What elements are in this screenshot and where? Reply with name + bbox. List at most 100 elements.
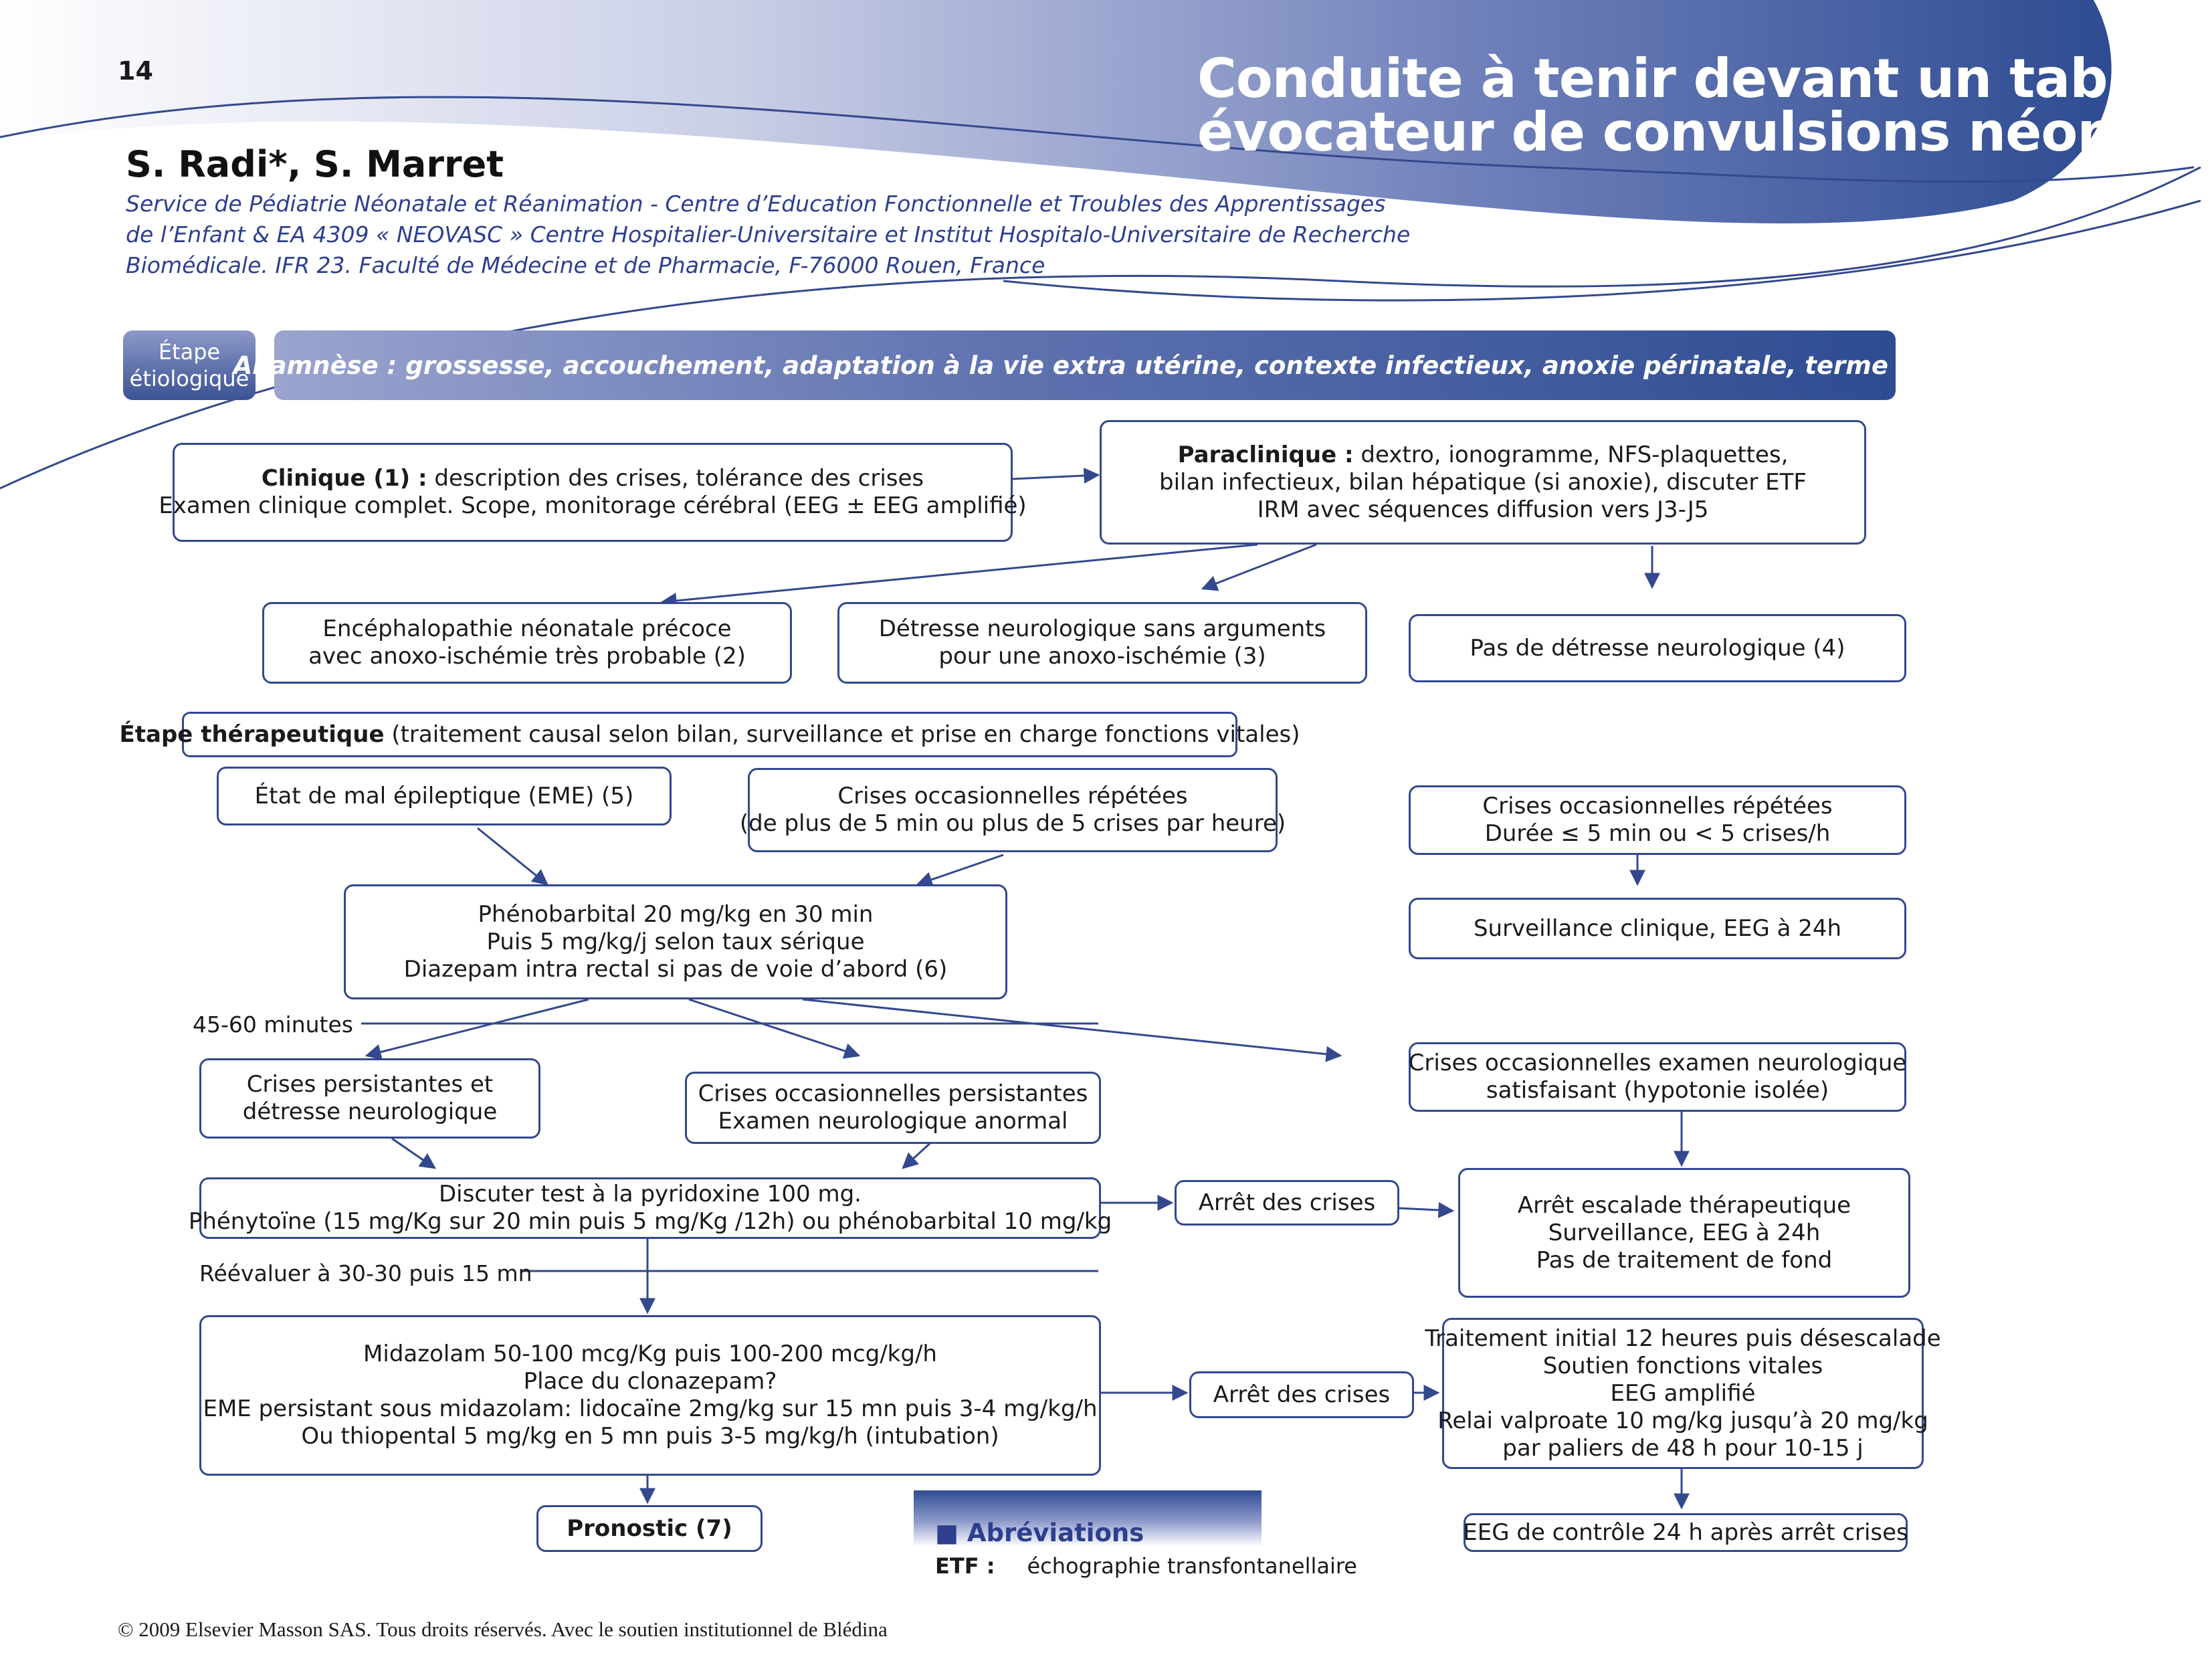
eme-box: État de mal épileptique (EME) (5) [217, 767, 672, 825]
page-title: Conduite à tenir devant un tableau évoca… [1197, 47, 2212, 163]
paraclinique-bold: Paraclinique : [1177, 441, 1354, 468]
surveillance-eeg-box: Surveillance clinique, EEG à 24h [1409, 898, 1906, 959]
minutes-label: 45-60 minutes [193, 1011, 353, 1038]
detresse-line-1: Détresse neurologique sans arguments [878, 615, 1326, 642]
authors: S. Radi*, S. Marret [126, 143, 504, 185]
crises-occ-persistantes-line-1: Crises occasionnelles persistantes [698, 1080, 1088, 1107]
pyridoxine-line-2: Phénytoïne (15 mg/Kg sur 20 min puis 5 m… [188, 1208, 1112, 1235]
title-line-2: évocateur de convulsions néonatales [1197, 101, 2212, 163]
crises-repetees-line-1: Crises occasionnelles répétées [837, 783, 1188, 809]
detresse-box: Détresse neurologique sans arguments pou… [837, 602, 1367, 684]
paraclinique-box: Paraclinique : dextro, ionogramme, NFS-p… [1100, 420, 1866, 545]
pyridoxine-line-1: Discuter test à la pyridoxine 100 mg. [439, 1181, 862, 1207]
copyright: © 2009 Elsevier Masson SAS. Tous droits … [118, 1618, 888, 1641]
arrow-to-crises-persistantes [365, 998, 589, 1060]
arret-escalade-box: Arrêt escalade thérapeutique Surveillanc… [1458, 1168, 1910, 1298]
eeg-controle-box: EEG de contrôle 24 h après arrêt crises [1463, 1513, 1908, 1552]
encephalopathie-line-1: Encéphalopathie néonatale précoce [322, 615, 732, 642]
page-number: 14 [118, 56, 153, 86]
pronostic-box: Pronostic (7) [536, 1505, 763, 1552]
crises-repetees-box: Crises occasionnelles répétées (de plus … [740, 768, 1286, 852]
abbreviation-definition: échographie transfontanellaire [1027, 1553, 1357, 1579]
arrow-clinique-paraclinique [1012, 468, 1100, 484]
pas-detresse-text: Pas de détresse neurologique (4) [1470, 634, 1845, 662]
etape-etiologique-line-2: étiologique [129, 366, 249, 391]
affiliation-line-2: de l’Enfant & EA 4309 « NEOVASC » Centre… [126, 221, 1411, 248]
phenobarbital-line-2: Puis 5 mg/kg/j selon taux sérique [486, 928, 865, 955]
traitement-initial-line-3: EEG amplifié [1610, 1379, 1756, 1407]
phenobarbital-line-3: Diazepam intra rectal si pas de voie d’a… [403, 955, 948, 983]
paraclinique-line-3: IRM avec séquences diffusion vers J3-J5 [1257, 496, 1709, 523]
etape-etiologique-line-1: Étape [158, 339, 221, 365]
midazolam-line-1: Midazolam 50-100 mcg/Kg puis 100-200 mcg… [363, 1341, 937, 1367]
arrow-occ-persistantes-pyridoxine [902, 1139, 935, 1169]
arret-crises-1-box: Arrêt des crises [1175, 1180, 1399, 1226]
midazolam-line-3: EME persistant sous midazolam: lidocaïne… [203, 1395, 1098, 1422]
pronostic-text: Pronostic (7) [567, 1515, 732, 1542]
paraclinique-text: dextro, ionogramme, NFS-plaquettes, [1353, 441, 1789, 468]
encephalopathie-box: Encéphalopathie néonatale précoce avec a… [262, 602, 792, 684]
paraclinique-line-1: Paraclinique : dextro, ionogramme, NFS-p… [1178, 442, 1789, 469]
arret-crises-1-text: Arrêt des crises [1198, 1189, 1376, 1216]
affiliation: Service de Pédiatrie Néonatale et Réanim… [126, 189, 1411, 281]
clinique-text: description des crises, tolérance des cr… [427, 465, 924, 492]
reevaluer-label: Réévaluer à 30-30 puis 15 mn [199, 1260, 532, 1286]
traitement-initial-line-2: Soutien fonctions vitales [1542, 1352, 1823, 1379]
crises-repetees-line-2: (de plus de 5 min ou plus de 5 crises pa… [739, 810, 1286, 837]
crises-persistantes-line-1: Crises persistantes et [246, 1071, 494, 1098]
etape-therapeutique-line: Étape thérapeutique (traitement causal s… [120, 721, 1300, 749]
detresse-line-2: pour une anoxo-ischémie (3) [938, 643, 1266, 670]
arrow-arret-escalade [1397, 1201, 1455, 1218]
crises-repetees-courtes-box: Crises occasionnelles répétées Durée ≤ 5… [1409, 785, 1906, 855]
anamnese-banner: Anamnèse : grossesse, accouchement, adap… [233, 330, 1936, 400]
midazolam-line-4: Ou thiopental 5 mg/kg en 5 mn puis 3-5 m… [301, 1423, 999, 1450]
etape-therapeutique-bold: Étape thérapeutique [119, 720, 385, 748]
crises-occ-persistantes-box: Crises occasionnelles persistantes Exame… [685, 1072, 1101, 1144]
affiliation-line-1: Service de Pédiatrie Néonatale et Réanim… [126, 191, 1386, 217]
phenobarbital-box: Phénobarbital 20 mg/kg en 30 min Puis 5 … [344, 884, 1007, 999]
crises-persistantes-box: Crises persistantes et détresse neurolog… [199, 1058, 540, 1139]
pas-detresse-box: Pas de détresse neurologique (4) [1409, 614, 1906, 682]
eeg-controle-text: EEG de contrôle 24 h après arrêt crises [1463, 1519, 1908, 1546]
arret-escalade-line-3: Pas de traitement de fond [1536, 1246, 1833, 1274]
arret-crises-2-box: Arrêt des crises [1189, 1371, 1414, 1418]
arret-escalade-line-1: Arrêt escalade thérapeutique [1517, 1191, 1851, 1219]
abbreviations-title: ■ Abréviations [935, 1519, 1144, 1547]
traitement-initial-line-4: Relai valproate 10 mg/kg jusqu’à 20 mg/k… [1437, 1407, 1928, 1434]
abbreviation-row: ETF : échographie transfontanellaire [935, 1553, 1357, 1579]
arrow-to-encephalopathie [660, 543, 1258, 609]
pyridoxine-box: Discuter test à la pyridoxine 100 mg. Ph… [189, 1177, 1112, 1239]
arrow-persistantes-pyridoxine [391, 1137, 436, 1169]
arrow-repetees-phenobarbital [916, 854, 1004, 888]
etape-therapeutique-box: Étape thérapeutique (traitement causal s… [120, 712, 1300, 757]
surveillance-eeg-text: Surveillance clinique, EEG à 24h [1473, 914, 1842, 942]
clinique-line-1: Clinique (1) : description des crises, t… [262, 465, 924, 492]
phenobarbital-line-1: Phénobarbital 20 mg/kg en 30 min [478, 900, 874, 928]
clinique-bold: Clinique (1) : [261, 465, 427, 492]
traitement-initial-box: Traitement initial 12 heures puis désesc… [1425, 1318, 1941, 1469]
title-line-1: Conduite à tenir devant un tableau [1197, 47, 2212, 110]
arrow-to-detresse [1201, 543, 1317, 591]
affiliation-line-3: Biomédicale. IFR 23. Faculté de Médecine… [126, 252, 1045, 278]
etape-therapeutique-text: (traitement causal selon bilan, surveill… [384, 720, 1300, 748]
eme-text: État de mal épileptique (EME) (5) [254, 782, 634, 809]
arrow-to-occ-persistantes [688, 998, 861, 1059]
abbreviations-header-band [914, 1490, 1262, 1547]
encephalopathie-line-2: avec anoxo-ischémie très probable (2) [308, 643, 746, 670]
crises-repetees-courtes-line-1: Crises occasionnelles répétées [1482, 793, 1833, 819]
abbreviation-term: ETF : [935, 1553, 995, 1579]
arret-crises-2-text: Arrêt des crises [1213, 1381, 1391, 1408]
paraclinique-line-2: bilan infectieux, bilan hépatique (si an… [1159, 468, 1807, 496]
etape-etiologique-tag: Étape étiologique [123, 330, 256, 400]
traitement-initial-line-1: Traitement initial 12 heures puis désesc… [1425, 1325, 1941, 1352]
clinique-line-2: Examen clinique complet. Scope, monitora… [159, 492, 1027, 519]
midazolam-box: Midazolam 50-100 mcg/Kg puis 100-200 mcg… [199, 1315, 1101, 1476]
arrow-to-occ-satisfaisant [802, 998, 1342, 1062]
crises-repetees-courtes-line-2: Durée ≤ 5 min ou < 5 crises/h [1484, 820, 1831, 847]
crises-occ-satisfaisant-line-1: Crises occasionnelles examen neurologiqu… [1408, 1050, 1907, 1076]
crises-occ-satisfaisant-line-2: satisfaisant (hypotonie isolée) [1486, 1077, 1829, 1104]
crises-occ-persistantes-line-2: Examen neurologique anormal [718, 1108, 1068, 1135]
midazolam-line-2: Place du clonazepam? [523, 1368, 777, 1395]
traitement-initial-line-5: par paliers de 48 h pour 10-15 j [1502, 1434, 1864, 1462]
